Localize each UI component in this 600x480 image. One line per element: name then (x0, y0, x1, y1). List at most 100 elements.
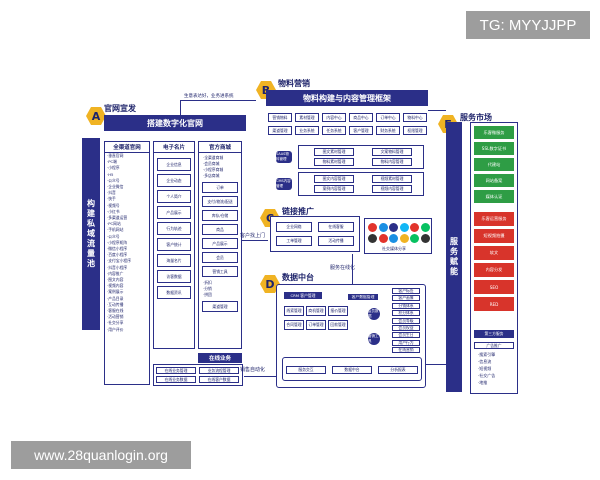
third-party-item: ·地推 (478, 380, 488, 385)
b-row1-cell: 商品中心 (349, 113, 373, 122)
online-cell: 在线业务数据 (156, 376, 196, 383)
column-item: ·小红书 (107, 208, 120, 214)
promotion-cell: 企业网络 (276, 222, 312, 232)
red-service: 内容分发 (474, 263, 514, 277)
promotion-cell: 工单管理 (276, 236, 312, 246)
social-icon (410, 223, 419, 232)
section-c-note: 客户找上门 (240, 233, 266, 239)
green-service: 网站备案 (474, 174, 514, 187)
data-bottom-cell: 数据中台 (332, 366, 372, 374)
column-mall-item: ·分销 (203, 286, 212, 291)
third-party-item: ·短视频 (478, 366, 492, 371)
connector (426, 364, 446, 365)
column-item: ·图文内容 (107, 277, 124, 283)
connector (180, 100, 256, 101)
section-d-badge: D (260, 275, 280, 293)
member-item: 在线营销 (392, 347, 420, 354)
data-bottom-cell: 分析报表 (378, 366, 418, 374)
column-official-site: 全渠道官网 ·垂直官网·PC端·小程序·H5·公众号·企业微信·抖音·快手·视频… (104, 141, 150, 385)
side-char: 域 (87, 229, 95, 238)
social-icon (399, 223, 409, 232)
column-item: ·PC端 (107, 159, 117, 165)
column-item: ·垂直官网 (107, 153, 124, 158)
column-card-item: 个人简介 (157, 190, 191, 203)
column-item: ·活动营销 (107, 314, 124, 320)
crm-grid-cell: 商机管理 (306, 306, 326, 316)
section-e-title: 服务市场 (460, 113, 492, 122)
member-item: 客户画像 (392, 295, 420, 302)
column-mall-item: ·会员商城 (203, 161, 220, 166)
column-card-item: 海量名片 (157, 254, 191, 267)
group-label-cms: CMS内容管理 (276, 178, 292, 190)
column-item: ·抖音小程序 (107, 264, 128, 270)
social-icon (420, 234, 430, 243)
side-char: 量 (87, 249, 95, 258)
side-char: 建 (87, 209, 95, 218)
b-row1-cell: 物料中心 (403, 113, 427, 122)
b-row2-cell: 权限管理 (403, 126, 427, 135)
section-b-note: 生意表达好，业务进系统 (184, 94, 234, 99)
column-card-item: 访客数据 (157, 270, 191, 283)
green-service: SSL数字证书 (474, 142, 514, 155)
column-item: ·小程序矩阵 (107, 239, 128, 245)
social-icon (378, 234, 388, 243)
b-row2-cell: 渠道管理 (268, 126, 292, 135)
side-char: 能 (450, 267, 458, 276)
watermark-bottom: www.28quanlogin.org (11, 441, 191, 469)
column-item: ·客服在线 (107, 308, 124, 314)
data-bottom-cell: 服务交互 (286, 366, 326, 374)
side-char: 私 (87, 219, 95, 228)
cms-cell: 视频内容管理 (372, 185, 412, 193)
customer-data-label: 客户数据管理 (348, 294, 378, 300)
third-party-item: ·信息流 (478, 359, 492, 364)
column-mall-item: 会员 (202, 252, 238, 263)
cms-cell: 图文内容管理 (314, 175, 354, 183)
section-d-note: 服务在线化 (330, 265, 356, 271)
column-mall-item: 库存/仓储 (202, 210, 238, 221)
b-row1-cell: 订单中心 (376, 113, 400, 122)
column-items: 企业信息企业动态个人简介产品展示行为轨迹客户统计海量名片访客数据数据资讯 (154, 153, 194, 304)
green-service: 媒体认证 (474, 190, 514, 203)
section-b-bar: 物料构建与内容管理框架 (266, 90, 428, 106)
cms-cell: 案例内容管理 (314, 185, 354, 193)
green-service: 乐客微服务 (474, 126, 514, 139)
cms-cell: 视频素材管理 (372, 175, 412, 183)
column-item: ·百度小程序 (107, 252, 128, 258)
member-item: 会员权益 (392, 325, 420, 331)
side-char: 务 (450, 247, 458, 256)
node: 营销工具 (368, 333, 380, 345)
column-mall-item: 营销工具 (202, 266, 238, 277)
promotion-cell: 活动传播 (318, 236, 354, 246)
saas-cell: 图文素材管理 (314, 148, 354, 156)
column-mall-item: 产品展示 (202, 238, 238, 249)
connector (244, 376, 276, 377)
red-service: 乐客运营服务 (474, 212, 514, 226)
column-item: ·PC网站 (107, 221, 121, 227)
online-cell: 在线客户数据 (199, 376, 239, 383)
crm-grid-cell: 回款管理 (328, 320, 348, 330)
column-items: ·全渠道商城·会员商城·小程序商城·多店商城订单支付/物流/配送库存/仓储商品产… (199, 153, 241, 317)
promotion-cell: 在线客服 (318, 222, 354, 232)
section-a-badge: A (86, 107, 106, 125)
column-item: ·互动传播 (107, 301, 124, 307)
column-mall-item: ·折扣 (203, 280, 212, 285)
red-service: 短视频拍摄 (474, 229, 514, 243)
social-icon (368, 223, 377, 232)
member-item: 客户标签 (392, 288, 420, 294)
watermark-top: TG: MYYJJPP (466, 11, 590, 39)
column-item: ·微信小程序 (107, 246, 128, 252)
column-item: ·企业微信 (107, 184, 124, 190)
red-service: RED (474, 297, 514, 311)
member-item: 分销体系 (392, 302, 420, 309)
crm-grid-cell: 线索管理 (284, 306, 304, 316)
column-head: 电子名片 (154, 142, 194, 153)
online-business-title: 在线业务 (198, 353, 242, 363)
column-card-item: 产品展示 (157, 206, 191, 219)
column-card-item: 客户统计 (157, 238, 191, 251)
column-item: ·小程序 (107, 165, 120, 171)
column-card-item: 数据资讯 (157, 286, 191, 299)
member-item: 会员生日 (392, 332, 420, 339)
column-mall-item: 商品 (202, 224, 238, 235)
b-row2-cell: 业务系统 (295, 126, 319, 135)
online-cell: 业务流程管理 (199, 367, 239, 374)
